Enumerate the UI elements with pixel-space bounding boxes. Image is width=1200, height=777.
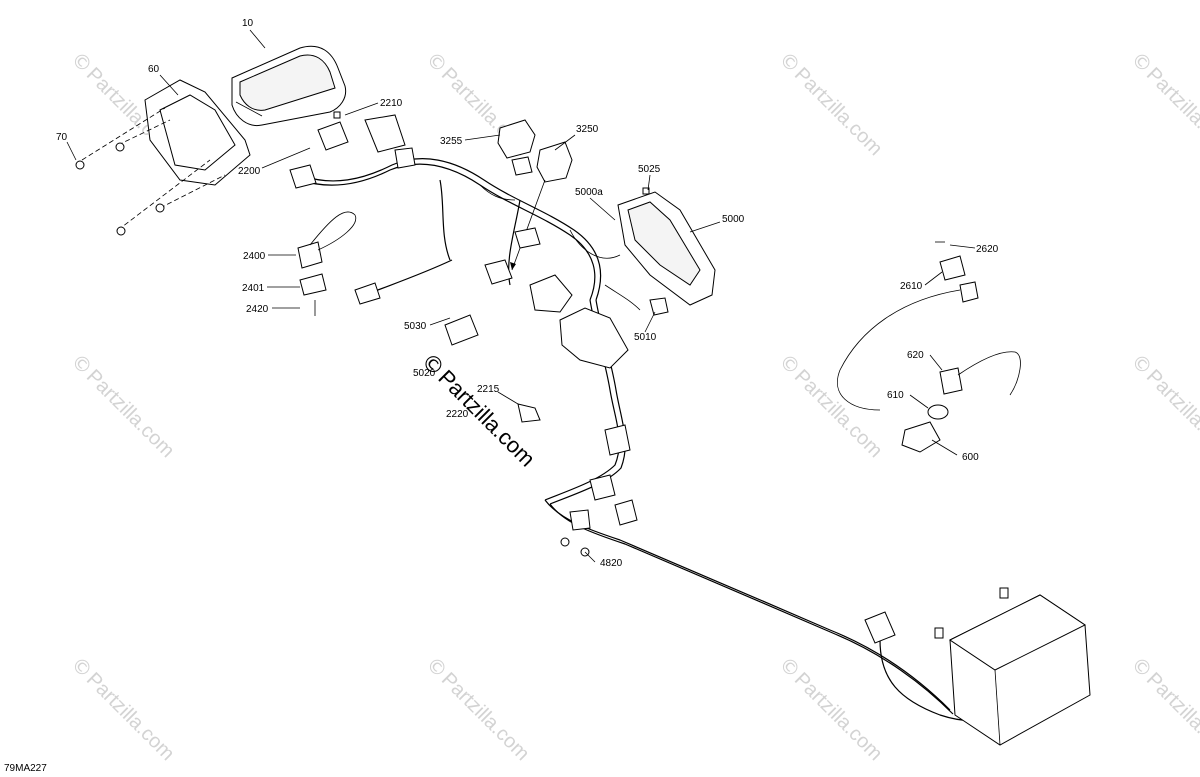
watermark-text: Partzilla.com — [790, 64, 887, 161]
callout-5000a: 5000a — [575, 187, 603, 198]
callout-2200: 2200 — [238, 166, 261, 177]
watermark: © Partzilla.com — [774, 349, 887, 463]
callout-4820: 4820 — [600, 558, 623, 569]
watermark: © Partzilla.com — [1126, 349, 1200, 462]
ecu-module — [617, 187, 716, 306]
watermark: © Partzilla.com — [421, 652, 534, 766]
watermark: © Partzilla.com — [774, 652, 887, 766]
diagram-code: 79MA227 — [4, 763, 47, 774]
callout-620: 620 — [907, 350, 924, 361]
leader-lines — [66, 29, 976, 563]
callout-10: 10 — [242, 18, 254, 29]
callout-5025: 5025 — [638, 164, 661, 175]
callout-2610: 2610 — [900, 281, 923, 292]
watermark-text: Partzilla.com — [1142, 64, 1200, 161]
callout-600: 600 — [962, 452, 979, 463]
callout-5030: 5030 — [404, 321, 427, 332]
connector-2400 — [297, 211, 357, 316]
callout-3255: 3255 — [440, 136, 463, 147]
callout-5010: 5010 — [634, 332, 657, 343]
callout-2401: 2401 — [242, 283, 265, 294]
lower-connectors — [560, 424, 896, 644]
watermark: © Partzilla.com — [66, 652, 179, 766]
callout-2420: 2420 — [246, 304, 269, 315]
callout-2220: 2220 — [446, 409, 469, 420]
watermark-text: Partzilla.com — [82, 669, 179, 766]
callout-5000: 5000 — [722, 214, 745, 225]
callout-labels: 10 60 70 2200 2210 3255 3250 5025 5000a … — [56, 18, 999, 569]
mounting-bracket — [75, 79, 251, 236]
bolt-2215 — [497, 391, 541, 423]
watermark-text: Partzilla.com — [790, 366, 887, 463]
callout-60: 60 — [148, 64, 160, 75]
watermark-text: Partzilla.com — [1142, 366, 1200, 463]
callout-5020: 5020 — [413, 368, 436, 379]
watermark-text: Partzilla.com — [790, 669, 887, 766]
switch-3255 — [497, 119, 536, 176]
callout-2215: 2215 — [477, 384, 500, 395]
watermark: © Partzilla.com — [774, 47, 887, 161]
watermark: © Partzilla.com — [1126, 47, 1200, 160]
callout-70: 70 — [56, 132, 68, 143]
callout-2210: 2210 — [380, 98, 403, 109]
watermark-text: Partzilla.com — [437, 669, 534, 766]
callout-2620: 2620 — [976, 244, 999, 255]
callout-2400: 2400 — [243, 251, 266, 262]
callout-3250: 3250 — [576, 124, 599, 135]
watermark: © Partzilla.com — [66, 349, 179, 463]
dess-key-assembly — [837, 241, 1021, 453]
callout-610: 610 — [887, 390, 904, 401]
switch-3250 — [510, 141, 573, 271]
watermark-text: Partzilla.com — [1142, 669, 1200, 766]
connector-2200 — [289, 111, 416, 189]
battery — [934, 587, 1091, 746]
watermark-text: Partzilla.com — [82, 366, 179, 463]
gauge-cluster — [231, 45, 347, 127]
watermark: © Partzilla.com — [1126, 652, 1200, 765]
center-module — [354, 227, 669, 369]
